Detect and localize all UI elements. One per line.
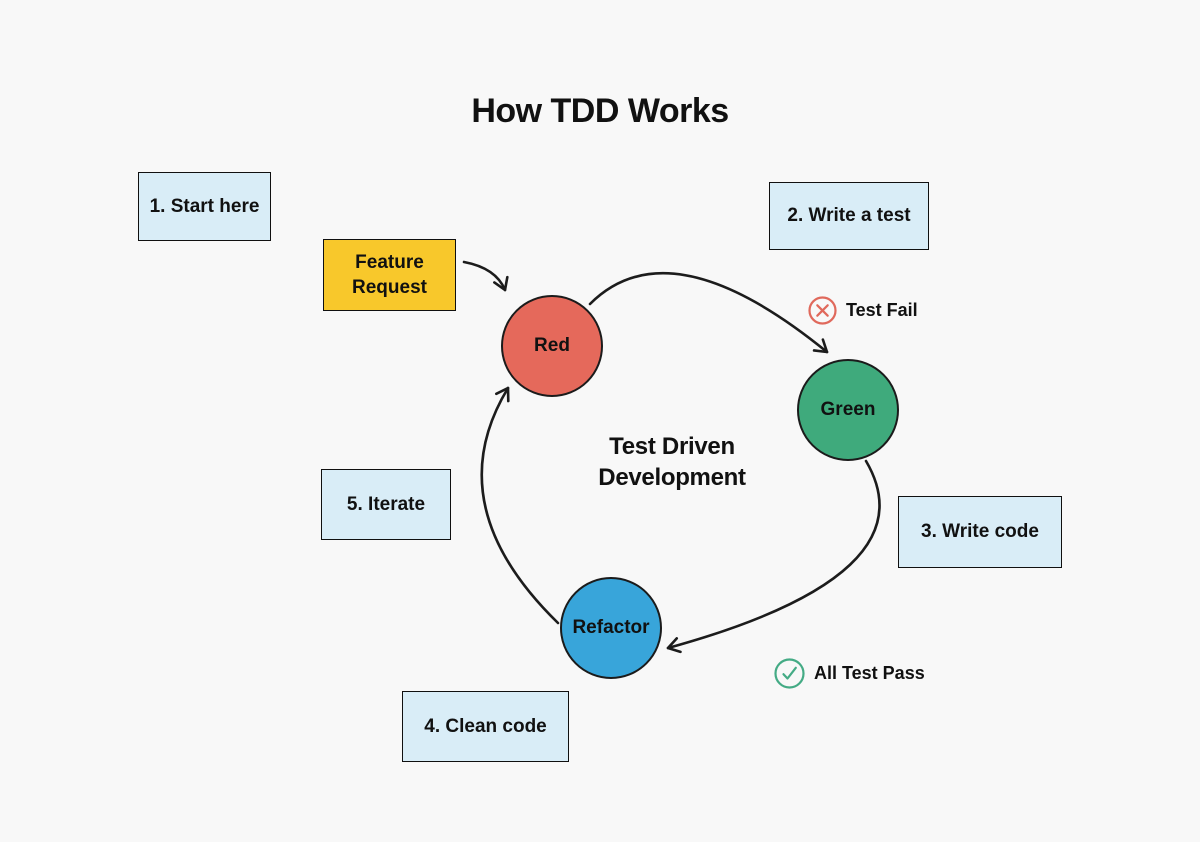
- node-green: Green: [797, 359, 899, 461]
- step-label: 5. Iterate: [346, 493, 426, 515]
- test-fail-badge: Test Fail: [808, 296, 918, 325]
- center-label: Test Driven Development: [598, 433, 746, 491]
- feature-request-box: Feature Request: [323, 239, 456, 311]
- step-label: 4. Clean code: [424, 715, 547, 737]
- step-box-iterate: 5. Iterate: [321, 469, 451, 540]
- arrow-feature-to-red: [462, 260, 509, 292]
- node-label: Refactor: [572, 617, 650, 638]
- diagram-title: How TDD Works: [471, 92, 729, 130]
- feature-request-label: Feature Request: [352, 252, 427, 298]
- node-red: Red: [501, 295, 603, 397]
- test-fail-label: Test Fail: [846, 300, 918, 320]
- check-circle-icon: [774, 658, 805, 689]
- node-label: Green: [820, 399, 876, 420]
- step-label: 2. Write a test: [787, 205, 911, 226]
- step-box-write-code: 3. Write code: [898, 496, 1062, 568]
- step-box-write-a-test: 2. Write a test: [769, 182, 929, 250]
- step-label: 3. Write code: [921, 521, 1039, 542]
- arrow-red-to-green: [588, 271, 829, 354]
- node-label: Red: [534, 335, 570, 356]
- step-label: 1. Start here: [149, 195, 260, 217]
- step-box-start-here: 1. Start here: [138, 172, 271, 241]
- arrow-refactor-to-red: [480, 386, 560, 625]
- all-test-pass-label: All Test Pass: [814, 663, 925, 683]
- node-refactor: Refactor: [560, 577, 662, 679]
- all-test-pass-badge: All Test Pass: [774, 658, 925, 689]
- step-box-clean-code: 4. Clean code: [402, 691, 569, 762]
- x-circle-icon: [808, 296, 837, 325]
